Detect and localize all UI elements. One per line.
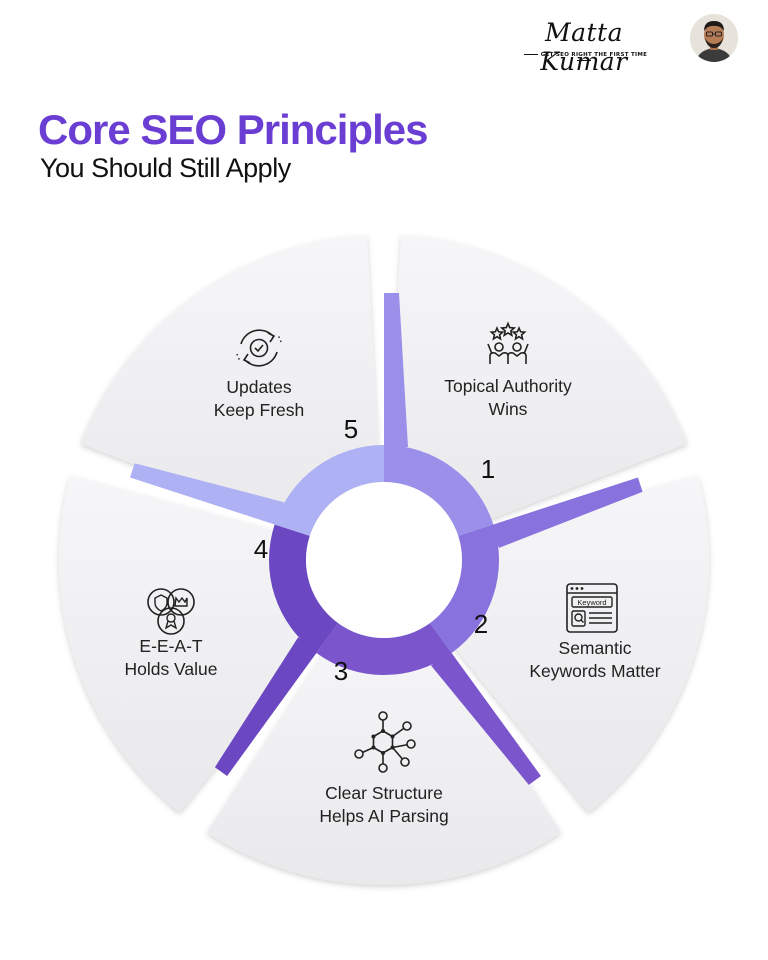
shield-award-icon: [147, 588, 195, 635]
arm-5: [130, 463, 284, 526]
network-hexagon-icon: [354, 711, 416, 773]
brand-tagline: GET SEO RIGHT THE FIRST TIME: [514, 52, 654, 64]
ring-piece-5: [274, 445, 384, 536]
segment-2: [433, 475, 709, 813]
segment-4-label-line-2: Holds Value: [124, 659, 217, 679]
people-stars-icon: [487, 321, 529, 364]
segment-5-label-line-2: Keep Fresh: [214, 400, 304, 420]
keyword-browser-icon: Keyword: [566, 583, 618, 633]
refresh-check-icon: [236, 329, 282, 367]
arm-4: [214, 637, 318, 777]
segment-1-number: 1: [481, 454, 495, 484]
arm-3: [431, 651, 541, 785]
segment-3-number: 3: [334, 656, 348, 686]
segment-3-label-line-2: Helps AI Parsing: [319, 806, 448, 826]
segment-5: [80, 235, 380, 533]
segment-5-label-line-1: Updates: [226, 377, 291, 397]
page-title: Core SEO Principles: [38, 106, 428, 153]
segment-3-label-line-1: Clear Structure: [325, 783, 443, 803]
segment-1-label-line-1: Topical Authority: [444, 376, 572, 396]
center-hub: [306, 482, 462, 638]
segment-4: [59, 475, 335, 813]
segment-2-label-line-1: Semantic: [559, 638, 632, 658]
segment-1: [388, 235, 688, 533]
ring-piece-4: [269, 524, 339, 654]
segment-1-label-line-2: Wins: [489, 399, 528, 419]
segment-2-label-line-2: Keywords Matter: [529, 661, 660, 681]
segment-4-label-line-1: E-E-A-T: [139, 636, 203, 656]
segment-3: [206, 625, 562, 885]
segment-5-number: 5: [344, 414, 358, 444]
avatar: [690, 14, 738, 62]
page-subtitle: You Should Still Apply: [40, 153, 291, 183]
arm-1: [384, 293, 408, 447]
ring-piece-2: [429, 524, 499, 654]
arm-2: [491, 477, 643, 548]
keyword-text: Keyword: [577, 598, 606, 607]
segment-2-number: 2: [474, 609, 488, 639]
brand-header: Matta Kumar GET SEO RIGHT THE FIRST TIME: [514, 12, 754, 76]
ring-piece-1: [384, 445, 494, 536]
segment-4-number: 4: [254, 534, 268, 564]
ring-piece-3: [316, 623, 452, 675]
